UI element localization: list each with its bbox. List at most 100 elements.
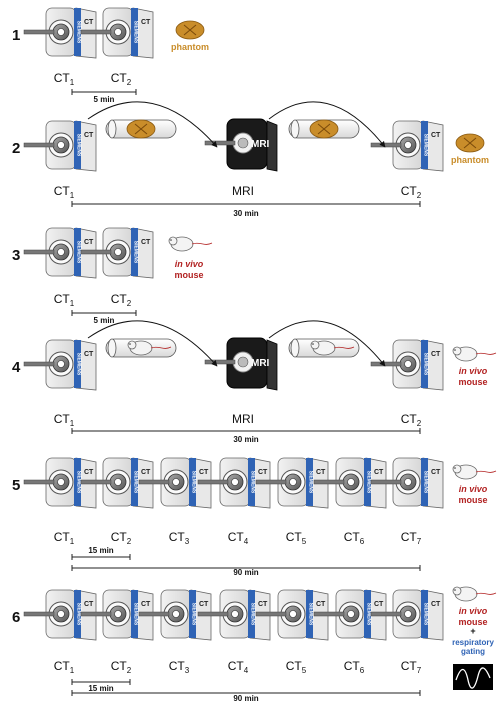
scanner-side-label: CT — [84, 132, 94, 139]
scan-label: CT5 — [286, 530, 307, 546]
scanner-side-label: CT — [199, 601, 209, 608]
mouse-icon — [453, 347, 496, 361]
row-number: 1 — [12, 27, 20, 44]
phantom-icon — [127, 120, 155, 138]
gating-label: gating — [461, 647, 485, 656]
scanner-strip-text: SIEMENS — [191, 603, 197, 626]
mouse-icon — [169, 237, 212, 251]
scanner-strip-text: SIEMENS — [250, 603, 256, 626]
plus-sign: + — [470, 626, 475, 636]
mri-scanner-label: MRI — [251, 139, 270, 150]
scanner-strip-text: SIEMENS — [423, 603, 429, 626]
scanner-side-label: CT — [199, 469, 209, 476]
interval-label: 15 min — [88, 546, 113, 555]
scanner-strip-text: SIEMENS — [133, 21, 139, 44]
scanner-side-label: CT — [84, 601, 94, 608]
scanner-strip-text: SIEMENS — [133, 471, 139, 494]
scan-label: CT2 — [111, 659, 132, 675]
scanner-strip-text: SIEMENS — [76, 134, 82, 157]
interval-label: 90 min — [233, 568, 258, 577]
scanner-strip-text: SIEMENS — [423, 134, 429, 157]
in-vivo-label: in vivo — [459, 606, 488, 616]
scanner-side-label: CT — [84, 19, 94, 26]
row-number: 6 — [12, 609, 20, 626]
phantom-icon: phantom — [451, 134, 489, 165]
scan-label: CT1 — [54, 184, 75, 200]
specimen-tube-icon — [289, 120, 359, 138]
in-vivo-label: in vivo — [459, 366, 488, 376]
scanner-strip-text: SIEMENS — [76, 603, 82, 626]
scan-label: CT4 — [228, 530, 249, 546]
scanner-strip-text: SIEMENS — [308, 603, 314, 626]
protocol-row: 1SIEMENSCTCT1SIEMENSCTCT25 minphantom — [12, 8, 209, 104]
scan-label: CT1 — [54, 659, 75, 675]
scan-label: CT6 — [344, 530, 365, 546]
scanner-strip-text: SIEMENS — [133, 241, 139, 264]
scan-label: CT5 — [286, 659, 307, 675]
scanner-strip-text: SIEMENS — [366, 603, 372, 626]
scanner-strip-text: SIEMENS — [250, 471, 256, 494]
respiratory-waveform-icon — [453, 664, 493, 690]
scan-label: CT1 — [54, 530, 75, 546]
interval-label: 30 min — [233, 435, 258, 444]
scan-label: CT4 — [228, 659, 249, 675]
scanner-side-label: CT — [431, 351, 441, 358]
scan-label: CT2 — [401, 184, 422, 200]
scanner-side-label: CT — [258, 601, 268, 608]
mouse-label: mouse — [174, 270, 203, 280]
scan-label: CT3 — [169, 659, 190, 675]
row-number: 2 — [12, 140, 20, 157]
scanner-strip-text: SIEMENS — [76, 471, 82, 494]
interval-label: 30 min — [233, 209, 258, 218]
phantom-icon — [310, 120, 338, 138]
scanner-side-label: CT — [84, 239, 94, 246]
scanner-side-label: CT — [431, 132, 441, 139]
interval-label: 15 min — [88, 684, 113, 693]
scan-label: CT2 — [111, 530, 132, 546]
specimen-tube-icon — [106, 120, 176, 138]
scanner-strip-text: SIEMENS — [366, 471, 372, 494]
in-vivo-label: in vivo — [175, 259, 204, 269]
scanner-strip-text: SIEMENS — [423, 471, 429, 494]
mouse-label: mouse — [458, 495, 487, 505]
phantom-icon: phantom — [171, 21, 209, 52]
scan-label: CT2 — [111, 71, 132, 87]
specimen-tube-icon — [289, 339, 359, 357]
scan-label: CT2 — [401, 412, 422, 428]
scan-label: MRI — [232, 184, 254, 198]
scan-label: CT7 — [401, 659, 422, 675]
specimen-tube-icon — [106, 339, 176, 357]
scanner-side-label: CT — [374, 601, 384, 608]
row-number: 4 — [12, 359, 21, 376]
mouse-label: mouse — [458, 377, 487, 387]
scanner-strip-text: SIEMENS — [76, 241, 82, 264]
ct-scanner-icon: SIEMENSCT — [24, 121, 96, 171]
scan-label: CT2 — [111, 292, 132, 308]
scan-label: CT3 — [169, 530, 190, 546]
scanner-side-label: CT — [316, 601, 326, 608]
scanner-side-label: CT — [258, 469, 268, 476]
scan-label: CT1 — [54, 412, 75, 428]
in-vivo-label: in vivo — [459, 484, 488, 494]
phantom-label: phantom — [451, 155, 489, 165]
scan-label: MRI — [232, 412, 254, 426]
scanner-side-label: CT — [316, 469, 326, 476]
scanner-strip-text: SIEMENS — [76, 353, 82, 376]
phantom-label: phantom — [171, 42, 209, 52]
mouse-icon — [453, 465, 496, 479]
scanner-side-label: CT — [141, 469, 151, 476]
mouse-icon — [453, 587, 496, 601]
scanner-strip-text: SIEMENS — [76, 21, 82, 44]
mri-scanner-label: MRI — [251, 358, 270, 369]
scanner-side-label: CT — [431, 469, 441, 476]
row-number: 5 — [12, 477, 20, 494]
interval-label: 90 min — [233, 694, 258, 702]
row-number: 3 — [12, 247, 20, 264]
scanner-side-label: CT — [141, 19, 151, 26]
